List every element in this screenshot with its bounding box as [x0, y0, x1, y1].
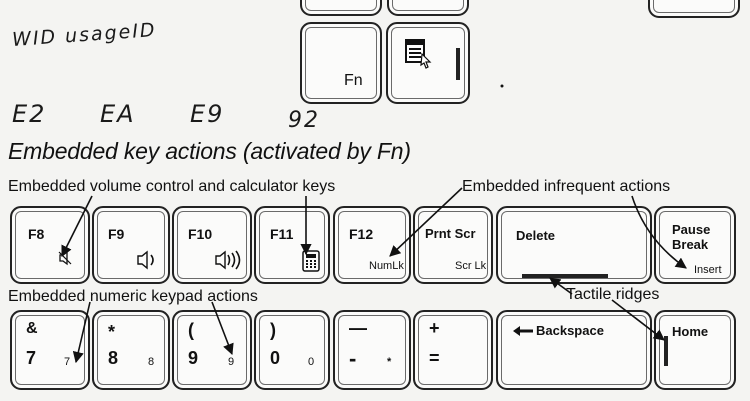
callout-volume-calculator: Embedded volume control and calculator k…: [8, 178, 336, 196]
volume-up-icon: [215, 250, 241, 270]
arrow-to-delete-ridge: [549, 277, 573, 295]
arrow-to-numlock: [389, 187, 463, 257]
arrow-to-mute: [61, 195, 93, 258]
key-7-keypad-label: 7: [64, 356, 71, 368]
key-minus-keypad-label: *: [387, 356, 392, 368]
backspace-key-label: Backspace: [536, 323, 604, 338]
f11-key-label: F11: [270, 226, 294, 242]
key-equals[interactable]: + =: [413, 310, 493, 390]
backspace-key[interactable]: Backspace: [496, 310, 652, 390]
volume-down-icon: [137, 250, 154, 270]
arrow-to-keypad-9: [211, 301, 234, 356]
key-8[interactable]: * 8 8: [92, 310, 170, 390]
key-8-shift-label: *: [108, 322, 116, 342]
f12-key-sublabel: NumLk: [369, 260, 404, 272]
key-0[interactable]: ) 0 0: [254, 310, 330, 390]
callout-numeric-keypad: Embedded numeric keypad actions: [8, 288, 258, 306]
f8-key-label: F8: [28, 226, 45, 242]
f10-key-label: F10: [188, 226, 213, 242]
f9-key[interactable]: F9: [92, 206, 170, 284]
key-7-shift-label: &: [26, 320, 38, 337]
f9-key-label: F9: [108, 226, 125, 242]
break-key-label: Break: [672, 237, 709, 252]
f10-key[interactable]: F10: [172, 206, 252, 284]
f12-key-label: F12: [349, 226, 374, 242]
handwritten-note-92: 92: [288, 108, 320, 133]
callout-infrequent-actions: Embedded infrequent actions: [462, 178, 671, 196]
print-screen-key-sublabel: Scr Lk: [455, 260, 487, 272]
delete-key-tactile-ridge: [522, 274, 608, 278]
key-7-label: 7: [26, 348, 37, 368]
f11-key[interactable]: F11: [254, 206, 330, 284]
key-7[interactable]: & 7 7: [10, 310, 90, 390]
key-8-label: 8: [108, 348, 119, 368]
key-9-shift-label: (: [188, 320, 194, 340]
pause-break-key[interactable]: Pause Break Insert: [654, 206, 736, 284]
arrow-to-insert: [631, 195, 687, 269]
partial-key-top-right: [648, 0, 740, 18]
callout-tactile-ridges: Tactile ridges: [566, 286, 660, 304]
delete-key[interactable]: Delete: [496, 206, 652, 284]
print-screen-key[interactable]: Prnt Scr Scr Lk: [413, 206, 493, 284]
key-0-shift-label: ): [270, 320, 276, 340]
context-menu-icon: [405, 39, 432, 69]
stray-dot: [500, 84, 504, 88]
handwritten-note-ea: EA: [100, 100, 136, 128]
partial-key-top-left: [300, 0, 382, 16]
print-screen-key-label: Prnt Scr: [425, 226, 476, 241]
key-9-label: 9: [188, 348, 199, 368]
handwritten-note-e9: E9: [190, 100, 225, 128]
key-equals-shift-label: +: [429, 318, 440, 338]
partial-key-top-mid: [387, 0, 469, 16]
diagram-title: Embedded key actions (activated by Fn): [8, 138, 411, 164]
f8-key[interactable]: F8: [10, 206, 90, 284]
context-menu-key[interactable]: [386, 22, 470, 104]
key-0-keypad-label: 0: [308, 356, 315, 368]
delete-key-label: Delete: [516, 228, 556, 243]
fn-key-label: Fn: [344, 72, 363, 89]
f12-key[interactable]: F12 NumLk: [333, 206, 411, 284]
pause-key-label: Pause: [672, 222, 711, 237]
key-9-keypad-label: 9: [228, 356, 235, 368]
handwritten-note-e2: E2: [12, 100, 47, 128]
key-minus-label: -: [349, 346, 357, 371]
key-minus[interactable]: — - *: [333, 310, 411, 390]
home-key-tactile-ridge: [664, 336, 668, 366]
arrow-to-keypad-7: [72, 301, 91, 364]
key-8-keypad-label: 8: [148, 356, 155, 368]
context-menu-key-ridge: [456, 48, 460, 80]
key-9[interactable]: ( 9 9: [172, 310, 252, 390]
pause-key-sublabel: Insert: [694, 264, 722, 276]
key-0-label: 0: [270, 348, 281, 368]
home-key[interactable]: Home: [654, 310, 736, 390]
key-minus-shift-label: —: [349, 318, 367, 338]
key-equals-label: =: [429, 348, 440, 368]
left-arrow-icon: [513, 326, 533, 336]
fn-key[interactable]: Fn: [300, 22, 382, 104]
arrow-to-home-ridge: [611, 299, 665, 341]
home-key-label: Home: [672, 324, 709, 339]
